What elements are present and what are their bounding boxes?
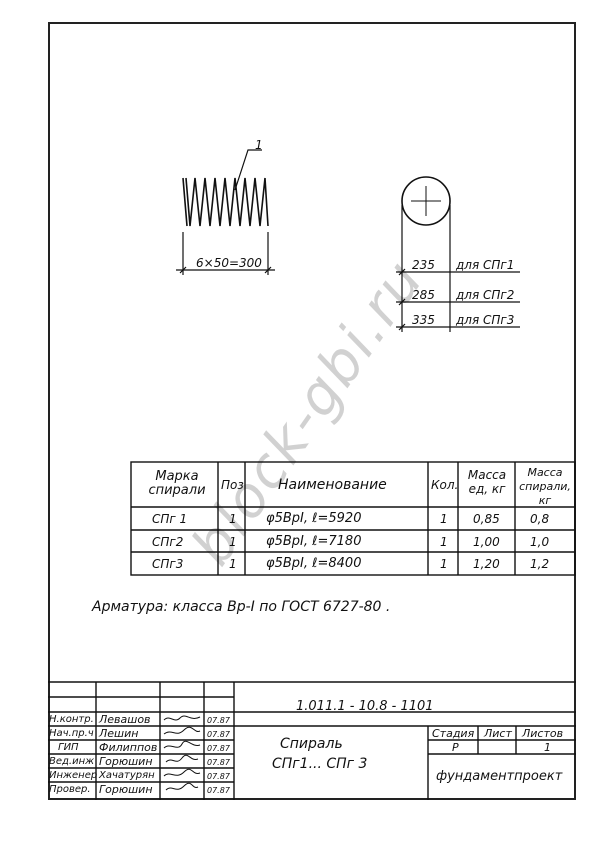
spec-table-grid <box>130 461 576 576</box>
spring-pitch-dimension: 6×50=300 <box>196 256 262 270</box>
header-mark: Марка спирали <box>148 469 206 498</box>
sig-name-1: Левашов <box>99 713 151 726</box>
sheets-value: 1 <box>544 741 551 754</box>
row1-pos: 1 <box>229 512 237 526</box>
sig-date-4: 07.87 <box>207 758 230 767</box>
row3-mark: СПг3 <box>152 557 184 571</box>
dim-label-1: для СПг1 <box>456 258 515 272</box>
header-name: Наименование <box>278 477 387 493</box>
row3-name: φ5BpI, ℓ=8400 <box>266 556 362 571</box>
dim-label-3: для СПг3 <box>456 313 515 327</box>
sig-name-3: Филиппов <box>99 741 158 754</box>
row3-mass-unit: 1,20 <box>473 557 500 571</box>
sig-role-3: ГИП <box>58 742 79 753</box>
row2-mark: СПг2 <box>152 535 184 549</box>
sig-date-2: 07.87 <box>207 730 230 739</box>
sig-role-6: Провер. <box>49 784 91 795</box>
stage-value: Р <box>452 741 459 754</box>
dim-value-1: 235 <box>412 258 435 272</box>
drawing-frame <box>48 22 576 800</box>
sig-role-4: Вед.инж <box>49 756 95 767</box>
row2-pos: 1 <box>229 535 237 549</box>
sig-role-2: Нач.пр.ч <box>49 728 94 739</box>
row3-pos: 1 <box>229 557 237 571</box>
row3-mass-spiral: 1,2 <box>530 557 550 571</box>
sheet-label: Лист <box>484 727 512 740</box>
row3-qty: 1 <box>440 557 448 571</box>
sig-name-6: Горюшин <box>99 783 153 796</box>
drawing-title: Спираль <box>280 736 343 752</box>
diameter-dimension-lines <box>396 205 520 332</box>
sig-name-5: Хачатурян <box>99 770 155 781</box>
stage-label: Стадия <box>432 727 475 740</box>
dim-label-2: для СПг2 <box>456 288 515 302</box>
header-mass-spiral: Масса спирали, кг <box>519 466 571 507</box>
spiral-spring <box>182 177 269 227</box>
signature-scribbles <box>163 715 201 791</box>
callout-leader <box>234 149 262 191</box>
drawing-subtitle: СПг1... СПг 3 <box>272 756 368 772</box>
callout-number: 1 <box>255 138 263 152</box>
sig-name-4: Горюшин <box>99 755 153 768</box>
header-qty: Кол. <box>431 478 459 492</box>
row1-mass-spiral: 0,8 <box>530 512 550 526</box>
reinforcement-note: Арматура: класса Bp-I по ГОСТ 6727-80 . <box>92 599 391 615</box>
row1-qty: 1 <box>440 512 448 526</box>
title-block-grid <box>48 681 576 800</box>
sig-role-1: Н.контр. <box>49 714 94 725</box>
sheets-label: Листов <box>522 727 564 740</box>
sig-date-1: 07.87 <box>207 716 230 725</box>
dim-value-3: 335 <box>412 313 435 327</box>
row2-mass-spiral: 1,0 <box>530 535 550 549</box>
document-code: 1.011.1 - 10.8 - 1101 <box>296 699 434 714</box>
row1-mass-unit: 0,85 <box>473 512 500 526</box>
sig-name-2: Лешин <box>99 727 139 740</box>
row1-mark: СПг 1 <box>152 512 188 526</box>
sig-date-3: 07.87 <box>207 744 230 753</box>
sig-role-5: Инженер <box>49 770 98 781</box>
spiral-section-circle <box>401 176 451 226</box>
header-pos: Поз <box>221 478 244 492</box>
row2-qty: 1 <box>440 535 448 549</box>
spring-dimension-line <box>176 232 275 275</box>
header-mass-unit: Масса ед, кг <box>467 468 507 496</box>
row1-name: φ5BpI, ℓ=5920 <box>266 511 362 526</box>
row2-mass-unit: 1,00 <box>473 535 500 549</box>
sig-date-5: 07.87 <box>207 772 230 781</box>
organization: фундаментпроект <box>436 769 563 784</box>
sig-date-6: 07.87 <box>207 786 230 795</box>
row2-name: φ5BpI, ℓ=7180 <box>266 534 362 549</box>
dim-value-2: 285 <box>412 288 435 302</box>
